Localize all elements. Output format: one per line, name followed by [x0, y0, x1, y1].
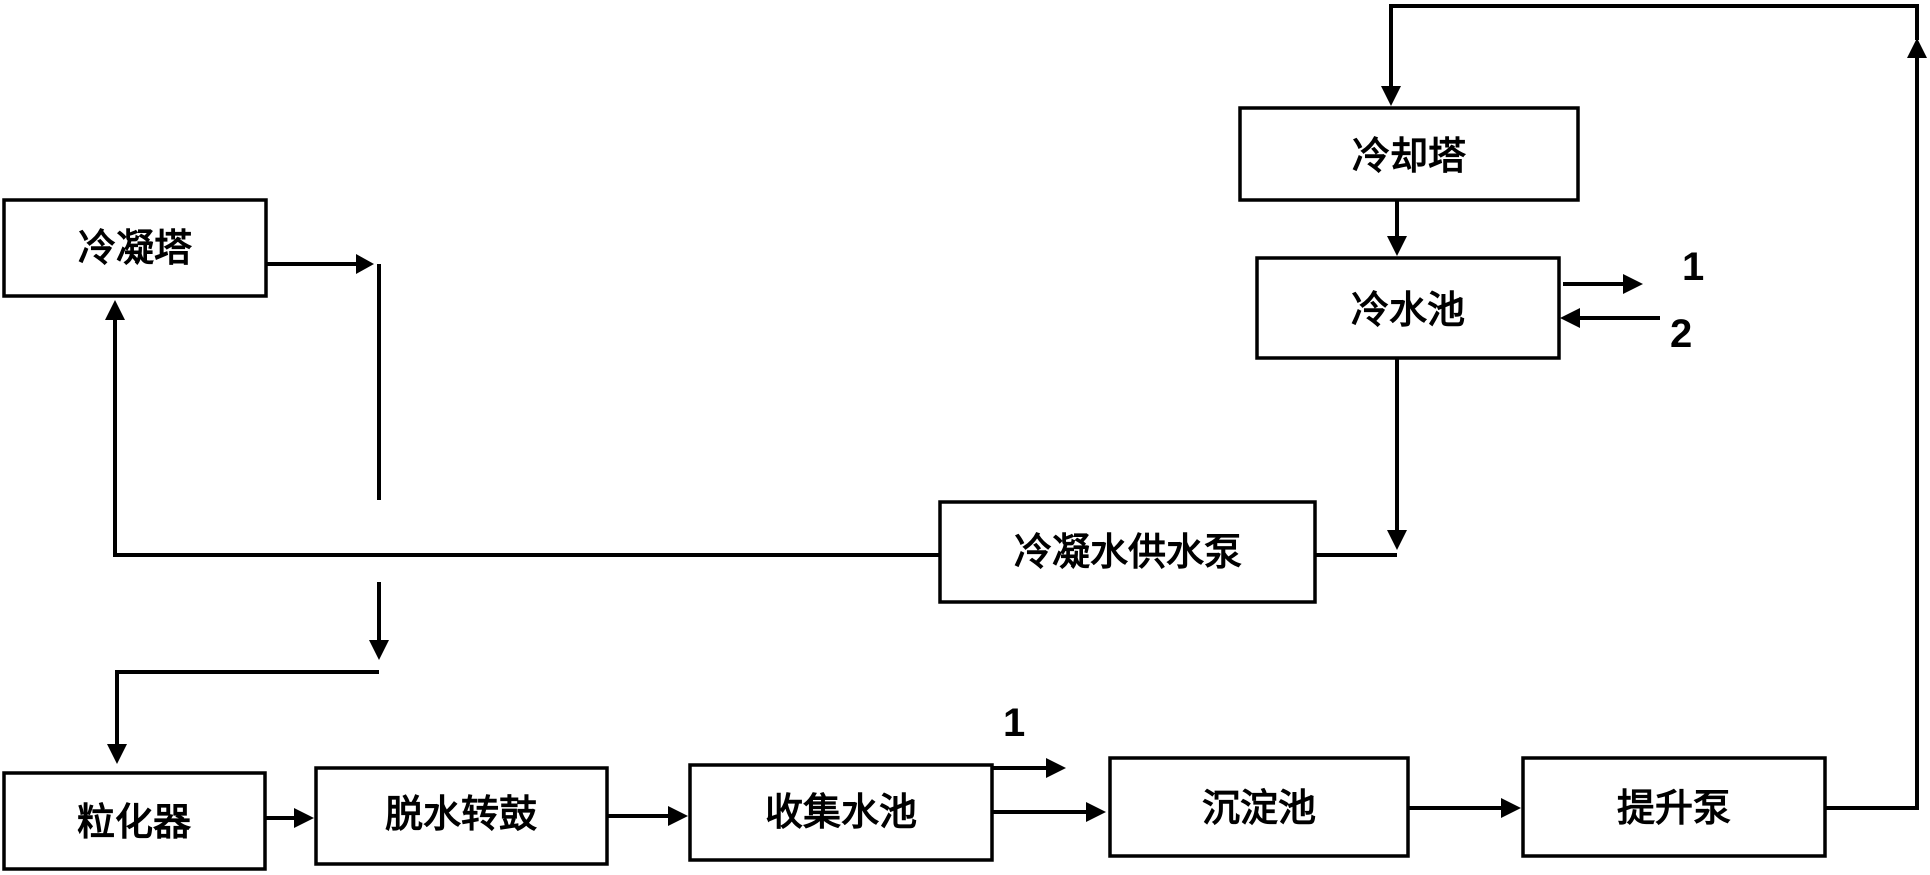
connector-collection-pool-to-sedimentation [992, 802, 1106, 822]
connector-pool-inlet: 2 [1560, 308, 1692, 356]
node-cooling-tower: 冷却塔 [1238, 106, 1580, 202]
connector-condensing-tower-to-granulator [107, 254, 389, 764]
connector-lift-pump-to-cooling-tower [1381, 4, 1927, 810]
connector-collection-pool-outlet: 1 [992, 701, 1066, 778]
node-condensing-tower: 冷凝塔 [2, 198, 268, 298]
marker-1: 1 [1003, 701, 1025, 745]
node-label: 脱水转鼓 [385, 792, 538, 836]
node-label: 收集水池 [765, 790, 917, 834]
node-label: 冷水池 [1351, 288, 1465, 332]
marker-1: 1 [1682, 245, 1704, 289]
connector-pump-to-condensing-tower [105, 300, 940, 557]
connector-pool-outlet: 1 [1563, 245, 1704, 294]
connector-drum-to-collection-pool [607, 806, 688, 826]
node-lift-pump: 提升泵 [1521, 756, 1827, 858]
connector-cooling-tower-to-pool [1387, 200, 1407, 256]
node-label: 沉淀池 [1202, 786, 1316, 830]
node-label: 粒化器 [77, 800, 192, 844]
node-label: 冷凝水供水泵 [1014, 530, 1242, 574]
connector-pool-to-pump [1315, 358, 1407, 557]
node-collection-pool: 收集水池 [688, 763, 994, 862]
node-label: 提升泵 [1617, 786, 1731, 830]
node-granulator: 粒化器 [2, 771, 267, 871]
connector-granulator-to-drum [265, 808, 314, 828]
node-sedimentation-tank: 沉淀池 [1108, 756, 1410, 858]
node-label: 冷却塔 [1352, 134, 1467, 178]
node-cold-water-pool: 冷水池 [1255, 256, 1561, 360]
marker-2: 2 [1670, 312, 1692, 356]
node-dewatering-drum: 脱水转鼓 [314, 766, 609, 866]
connector-sedimentation-to-lift-pump [1408, 798, 1521, 818]
node-label: 冷凝塔 [78, 226, 193, 270]
node-condensate-pump: 冷凝水供水泵 [938, 500, 1317, 604]
